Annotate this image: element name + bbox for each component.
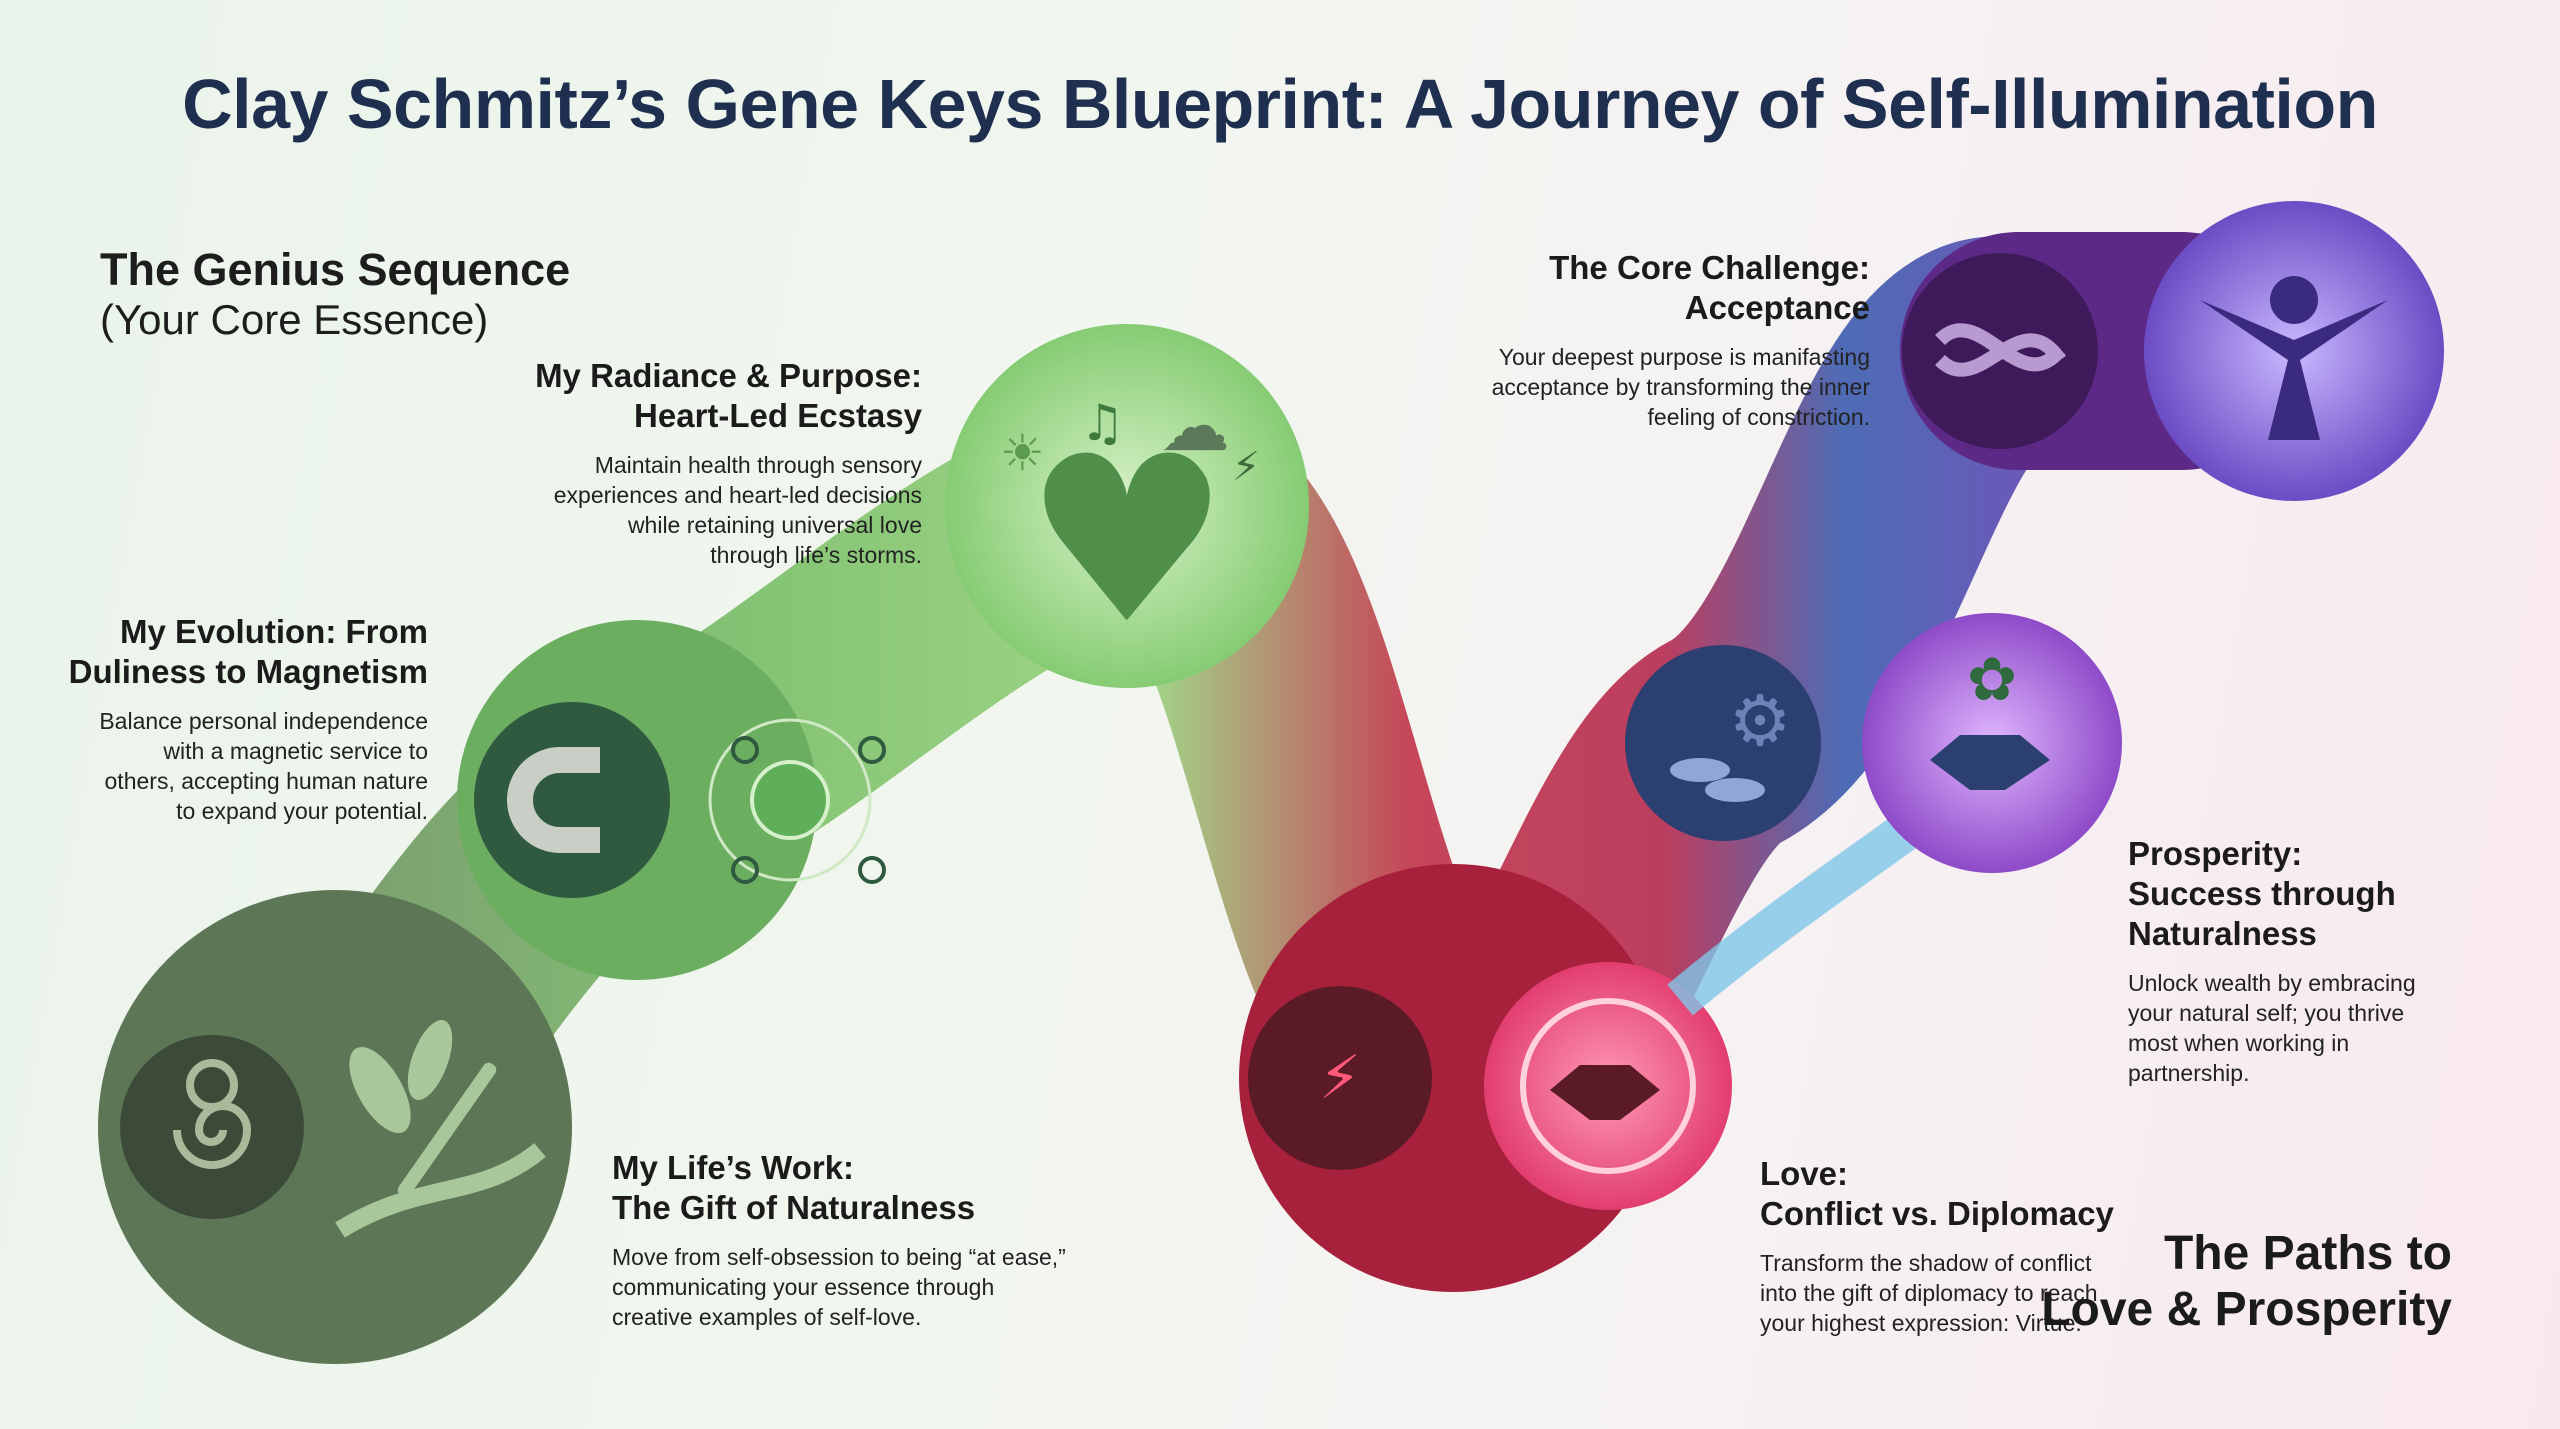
body-line: Maintain health through sensory — [594, 452, 922, 478]
svg-text:⚡: ⚡ — [1319, 1043, 1361, 1113]
love-section: Love:Conflict vs. Diplomacy Transform th… — [1760, 1154, 2114, 1338]
heading-line: My Evolution: From — [120, 613, 428, 650]
svg-text:⚙: ⚙ — [1729, 680, 1792, 762]
heading-line: My Life’s Work: — [612, 1149, 855, 1186]
leaves-brush-icon — [335, 1020, 546, 1238]
lifes-work-heading: My Life’s Work:The Gift of Naturalness — [612, 1148, 1066, 1228]
body-line: while retaining universal love — [627, 512, 922, 538]
heading-line: Acceptance — [1684, 289, 1870, 326]
body-line: Unlock wealth by embracing — [2128, 970, 2416, 996]
radiance-section: My Radiance & Purpose:Heart-Led Ecstasy … — [535, 356, 922, 570]
body-line: your highest expression: Virtue. — [1760, 1310, 2082, 1336]
lightning-icon: ⚡ — [1232, 444, 1260, 490]
body-line: communicating your essence through — [612, 1274, 995, 1300]
core-challenge-section: The Core Challenge:Acceptance Your deepe… — [1492, 248, 1870, 432]
heading-line: Conflict vs. Diplomacy — [1760, 1195, 2114, 1232]
heading-line: Love: — [1760, 1155, 1849, 1192]
love-body: Transform the shadow of conflict into the… — [1760, 1248, 2114, 1338]
spiral-figure-icon — [120, 1035, 304, 1219]
heading-line: The Paths to — [2163, 1227, 2452, 1280]
heart-icon: ♥ — [1024, 408, 1230, 675]
radiance-heading: My Radiance & Purpose:Heart-Led Ecstasy — [535, 356, 922, 436]
body-line: others, accepting human nature — [104, 768, 428, 794]
music-note-icon: ♫ — [1080, 394, 1125, 452]
core-challenge-heading: The Core Challenge:Acceptance — [1492, 248, 1870, 328]
body-line: through life’s storms. — [710, 542, 922, 568]
sun-icon: ☀ — [1000, 424, 1045, 482]
love-heading: Love:Conflict vs. Diplomacy — [1760, 1154, 2114, 1234]
body-line: with a magnetic service to — [163, 738, 428, 764]
body-line: Balance personal independence — [99, 708, 428, 734]
page-title: Clay Schmitz’s Gene Keys Blueprint: A Jo… — [182, 65, 2378, 143]
genius-sequence-subtitle: (Your Core Essence) — [100, 296, 489, 343]
body-line: to expand your potential. — [176, 798, 428, 824]
prosperity-body: Unlock wealth by embracing your natural s… — [2128, 968, 2416, 1088]
heading-line: Prosperity: — [2128, 835, 2303, 872]
body-line: into the gift of diplomacy to reach — [1760, 1280, 2098, 1306]
core-challenge-body: Your deepest purpose is manifasting accep… — [1492, 342, 1870, 432]
heading-line: The Core Challenge: — [1549, 249, 1870, 286]
genius-sequence-title: The Genius Sequence — [100, 244, 571, 295]
genius-node — [98, 890, 572, 1364]
body-line: Your deepest purpose is manifasting — [1498, 344, 1870, 370]
heading-line: Duliness to Magnetism — [68, 653, 428, 690]
heading-line: The Gift of Naturalness — [612, 1189, 976, 1226]
magnet-icon — [474, 702, 670, 898]
coins-gear-icon — [1625, 645, 1821, 841]
heading-line: Success through — [2128, 875, 2396, 912]
heading-line: Heart-Led Ecstasy — [634, 397, 922, 434]
network-globe-icon — [750, 760, 830, 840]
svg-text:✿: ✿ — [1967, 645, 2017, 715]
body-line: acceptance by transforming the inner — [1491, 374, 1870, 400]
radiance-body: Maintain health through sensory experienc… — [535, 450, 922, 570]
body-line: experiences and heart-led decisions — [553, 482, 922, 508]
heading-line: Naturalness — [2128, 915, 2317, 952]
lifes-work-section: My Life’s Work:The Gift of Naturalness M… — [612, 1148, 1066, 1332]
body-line: feeling of constriction. — [1647, 404, 1870, 430]
body-line: partnership. — [2128, 1060, 2250, 1086]
heading-line: Love & Prosperity — [2041, 1283, 2452, 1336]
body-line: Transform the shadow of conflict — [1760, 1250, 2092, 1276]
lifes-work-body: Move from self-obsession to being “at ea… — [612, 1242, 1066, 1332]
storm-cloud-icon: ☁ — [1160, 385, 1230, 467]
evolution-body: Balance personal independence with a magn… — [69, 706, 428, 826]
conflict-fists-icon — [1248, 986, 1432, 1170]
heading-line: My Radiance & Purpose: — [535, 357, 922, 394]
heart-node — [945, 324, 1309, 688]
body-line: most when working in — [2128, 1030, 2350, 1056]
body-line: your natural self; you thrive — [2128, 1000, 2405, 1026]
body-line: creative examples of self-love. — [612, 1304, 922, 1330]
body-line: Move from self-obsession to being “at ea… — [612, 1244, 1066, 1270]
